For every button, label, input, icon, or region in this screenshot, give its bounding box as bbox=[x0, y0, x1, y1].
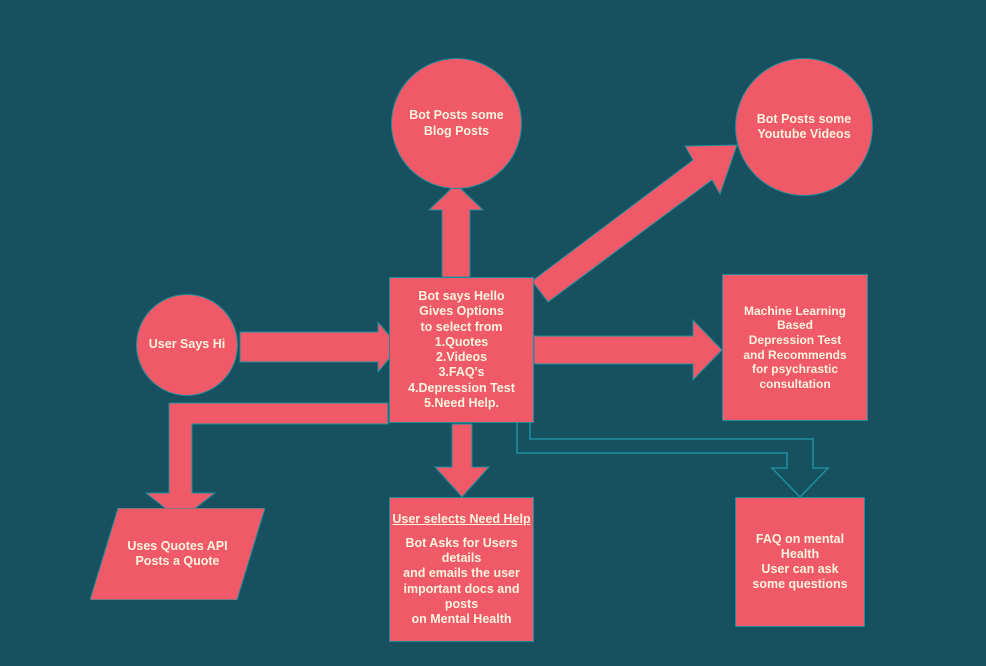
node-need-help-label: User selects Need Help Bot Asks for User… bbox=[392, 511, 531, 627]
quotes-api-shape bbox=[90, 508, 265, 600]
node-user-says-hi-label: User Says Hi bbox=[148, 337, 226, 352]
connector-bot-to-quotes bbox=[144, 402, 389, 521]
connector-bot-to-youtube bbox=[531, 144, 738, 303]
connector-bot-to-ml bbox=[533, 318, 723, 382]
connector-bot-to-need-help bbox=[433, 423, 491, 498]
node-bot-says-hello[interactable]: Bot says Hello Gives Options to select f… bbox=[389, 277, 534, 423]
node-bot-blog-posts[interactable]: Bot Posts some Blog Posts bbox=[391, 58, 522, 189]
node-quotes-api[interactable]: Uses Quotes API Posts a Quote bbox=[90, 508, 265, 600]
node-ml-depression-test[interactable]: Machine Learning Based Depression Test a… bbox=[722, 274, 868, 421]
node-ml-depression-test-label: Machine Learning Based Depression Test a… bbox=[743, 303, 847, 391]
node-faq-mental-health[interactable]: FAQ on mental Health User can ask some q… bbox=[735, 497, 865, 627]
connector-bot-to-blog bbox=[427, 183, 485, 278]
node-quotes-api-label: Uses Quotes API Posts a Quote bbox=[127, 538, 228, 568]
node-need-help[interactable]: User selects Need Help Bot Asks for User… bbox=[389, 497, 534, 642]
node-bot-youtube-videos[interactable]: Bot Posts some Youtube Videos bbox=[735, 58, 873, 196]
node-need-help-heading: User selects Need Help bbox=[392, 511, 531, 526]
node-faq-mental-health-label: FAQ on mental Health User can ask some q… bbox=[752, 531, 848, 592]
connector-bot-to-faq bbox=[516, 420, 830, 499]
node-bot-says-hello-label: Bot says Hello Gives Options to select f… bbox=[408, 289, 515, 410]
node-bot-youtube-videos-label: Bot Posts some Youtube Videos bbox=[756, 111, 852, 141]
connector-user-to-bot bbox=[239, 320, 400, 374]
node-bot-blog-posts-label: Bot Posts some Blog Posts bbox=[409, 108, 504, 138]
node-user-says-hi[interactable]: User Says Hi bbox=[136, 294, 238, 396]
